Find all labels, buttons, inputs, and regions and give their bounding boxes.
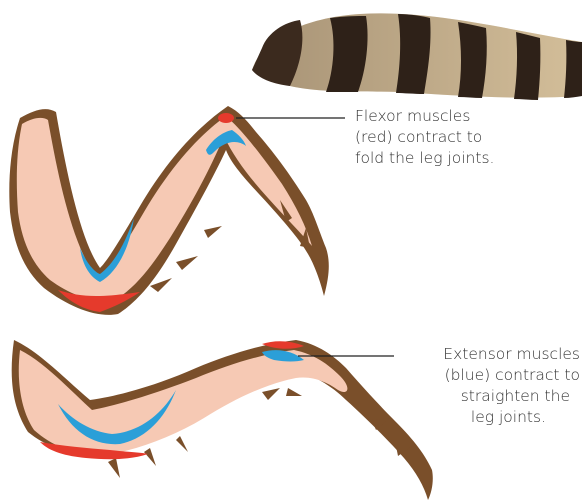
flexor-label-line: fold the leg joints. (355, 148, 494, 169)
flexor-label-line: Flexor muscles (355, 106, 494, 127)
flexor-label-line: (red) contract to (355, 127, 494, 148)
extensor-label-line: Extensor muscles (400, 344, 580, 365)
striped-animal-tail-icon (252, 13, 582, 100)
extended-leg (12, 340, 433, 500)
extensor-label-line: (blue) contract to (400, 365, 580, 386)
extended-leg-flesh (19, 350, 348, 455)
flexor-muscles-label: Flexor muscles (red) contract to fold th… (355, 106, 494, 169)
extensor-label-line: leg joints. (400, 407, 580, 428)
flexed-leg (9, 106, 328, 315)
extensor-muscles-label: Extensor muscles (blue) contract to stra… (400, 344, 580, 428)
extensor-label-line: straighten the (400, 386, 580, 407)
